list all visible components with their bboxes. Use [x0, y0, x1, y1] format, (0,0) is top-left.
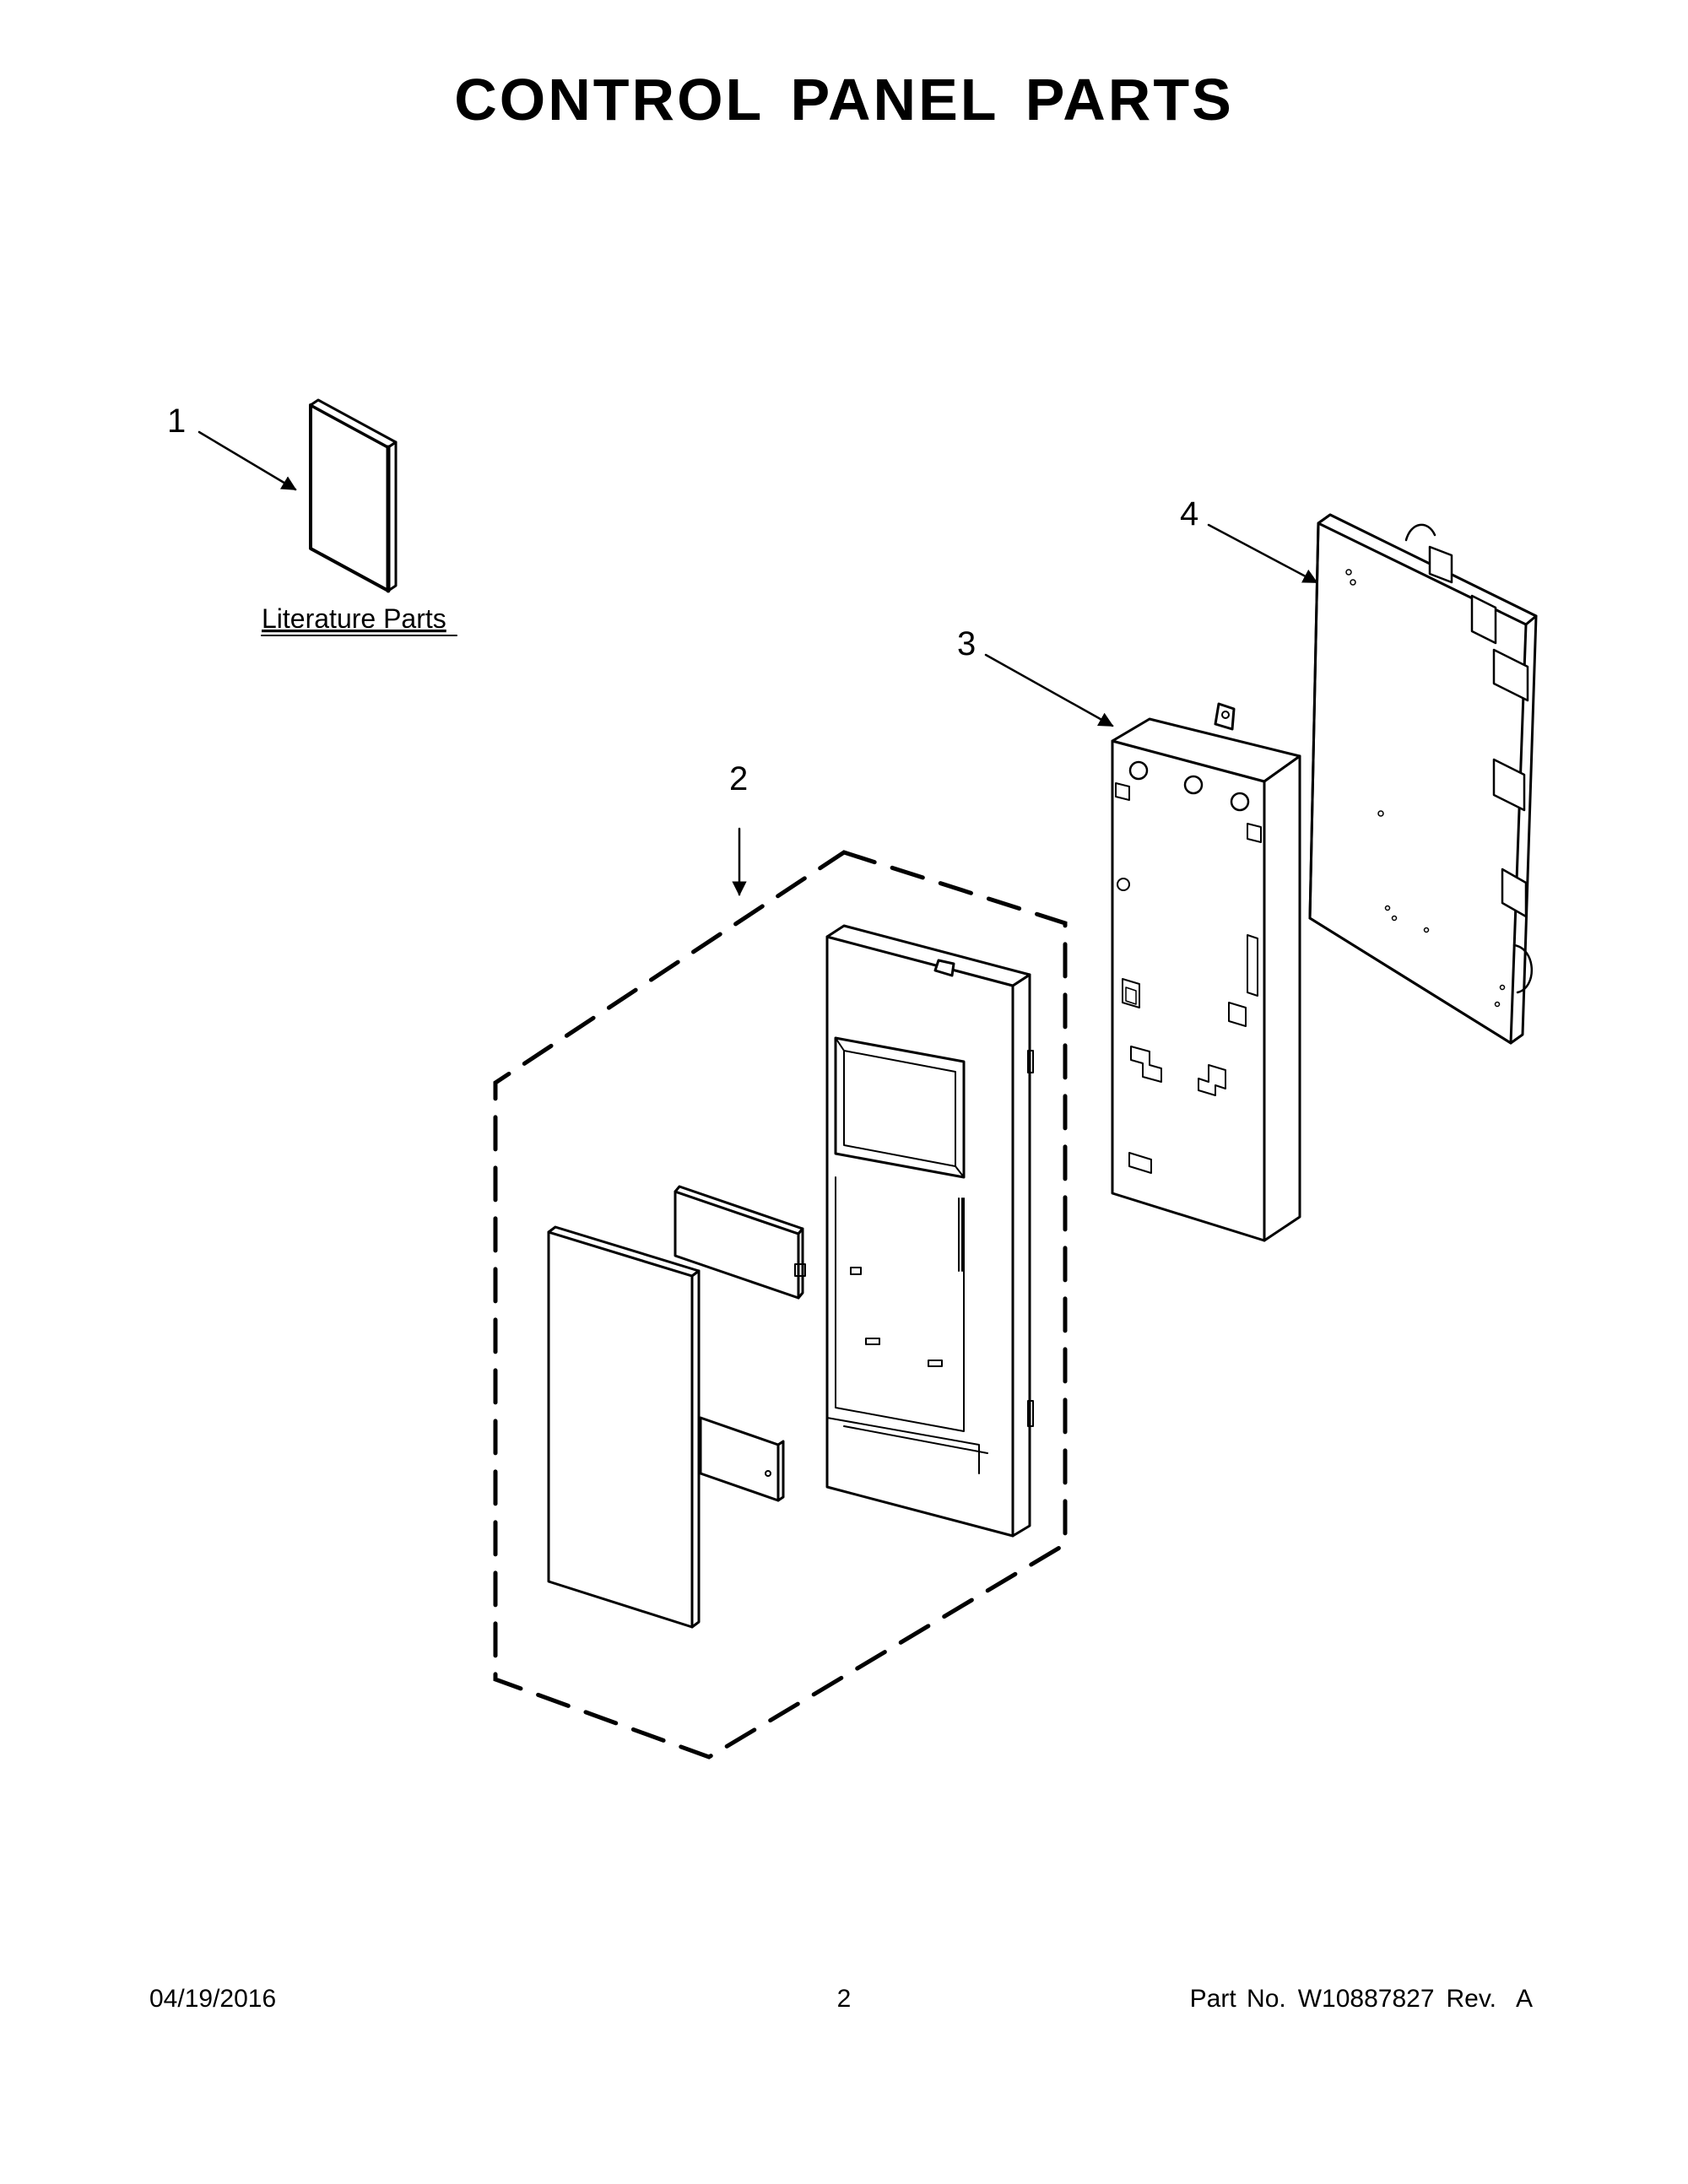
callout-1: 1	[167, 403, 186, 440]
literature-booklet	[309, 398, 398, 593]
footer-date: 04/19/2016	[149, 1985, 277, 2013]
control-panel-frame	[825, 924, 1034, 1538]
callout-leader-1	[197, 430, 297, 491]
footer-part-number: Part No. W10887827 Rev. A	[1178, 1985, 1533, 2014]
callout-4: 4	[1180, 495, 1198, 532]
part-label: Part No.	[1189, 1985, 1286, 2013]
callout-leader-4	[1207, 523, 1318, 584]
kit-dashed-boundary	[493, 850, 1068, 1760]
button-membrane	[674, 1185, 806, 1300]
control-housing	[1111, 702, 1301, 1242]
literature-parts-label: Literature Parts	[262, 603, 446, 634]
callout-leader-3	[984, 653, 1114, 727]
touch-overlay-panel	[547, 1225, 701, 1629]
callout-2: 2	[729, 760, 748, 797]
electronic-control-board	[1308, 513, 1538, 1045]
page-title: CONTROL PANEL PARTS	[454, 67, 1234, 132]
footer-page-number: 2	[836, 1985, 852, 2013]
part-number: W10887827	[1297, 1985, 1435, 2013]
revision: Rev. A	[1446, 1985, 1533, 2013]
mounting-plate	[699, 1416, 785, 1502]
callout-3: 3	[957, 625, 976, 662]
